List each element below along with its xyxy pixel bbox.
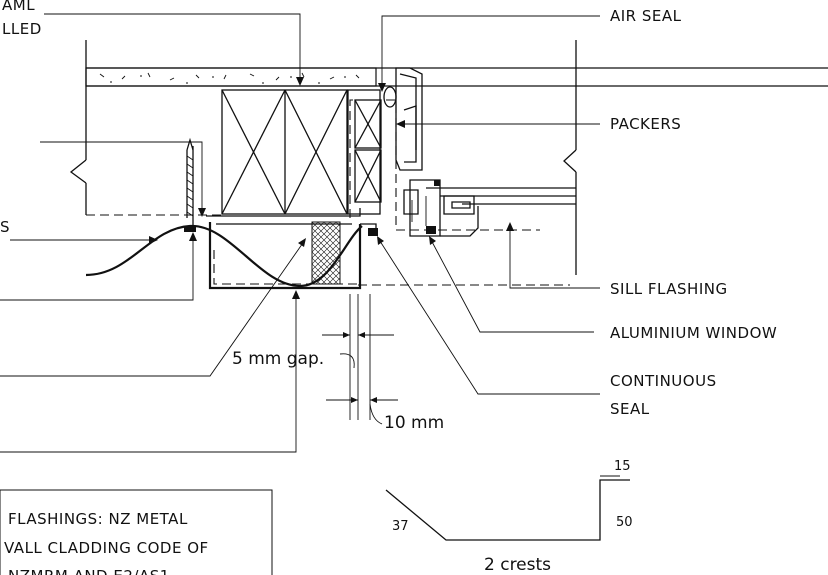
air-seal-reveal bbox=[383, 67, 423, 171]
label-frame-2: LLED bbox=[2, 20, 42, 38]
packers bbox=[354, 99, 382, 203]
profile-dim-right: 50 bbox=[616, 515, 633, 530]
note-box bbox=[0, 489, 273, 575]
dimension-width: 10 mm bbox=[384, 413, 444, 433]
label-aluminium-window: ALUMINIUM WINDOW bbox=[610, 324, 777, 342]
leader-lines bbox=[0, 13, 600, 453]
label-sill-flashing: SILL FLASHING bbox=[610, 280, 728, 298]
sill-flashing-profile bbox=[206, 208, 377, 290]
label-left-cut: S bbox=[0, 218, 10, 236]
flashing-profile-sketch bbox=[385, 475, 630, 541]
dimension-gap: 5 mm gap. bbox=[232, 349, 324, 369]
wall-frame-lines bbox=[69, 40, 828, 275]
profile-dim-left: 37 bbox=[392, 519, 409, 534]
lining-band bbox=[85, 67, 377, 87]
label-air-seal: AIR SEAL bbox=[610, 7, 682, 25]
label-continuous-seal-2: SEAL bbox=[610, 400, 650, 418]
label-continuous-seal-1: CONTINUOUS bbox=[610, 372, 717, 390]
gap-dimension bbox=[322, 294, 398, 425]
note-line-3: NZMRM AND E2/AS1 bbox=[8, 567, 170, 575]
profile-dim-bottom: 2 crests bbox=[484, 555, 551, 575]
note-line-2: VALL CLADDING CODE OF bbox=[4, 539, 209, 557]
aluminium-window-section bbox=[368, 179, 576, 237]
label-frame-1: AML bbox=[2, 0, 35, 14]
profile-dim-top: 15 bbox=[614, 459, 631, 474]
corrugated-cladding bbox=[85, 224, 363, 288]
note-line-1: FLASHINGS: NZ METAL bbox=[8, 510, 188, 528]
label-packers: PACKERS bbox=[610, 115, 681, 133]
screw-fixing bbox=[184, 137, 196, 232]
